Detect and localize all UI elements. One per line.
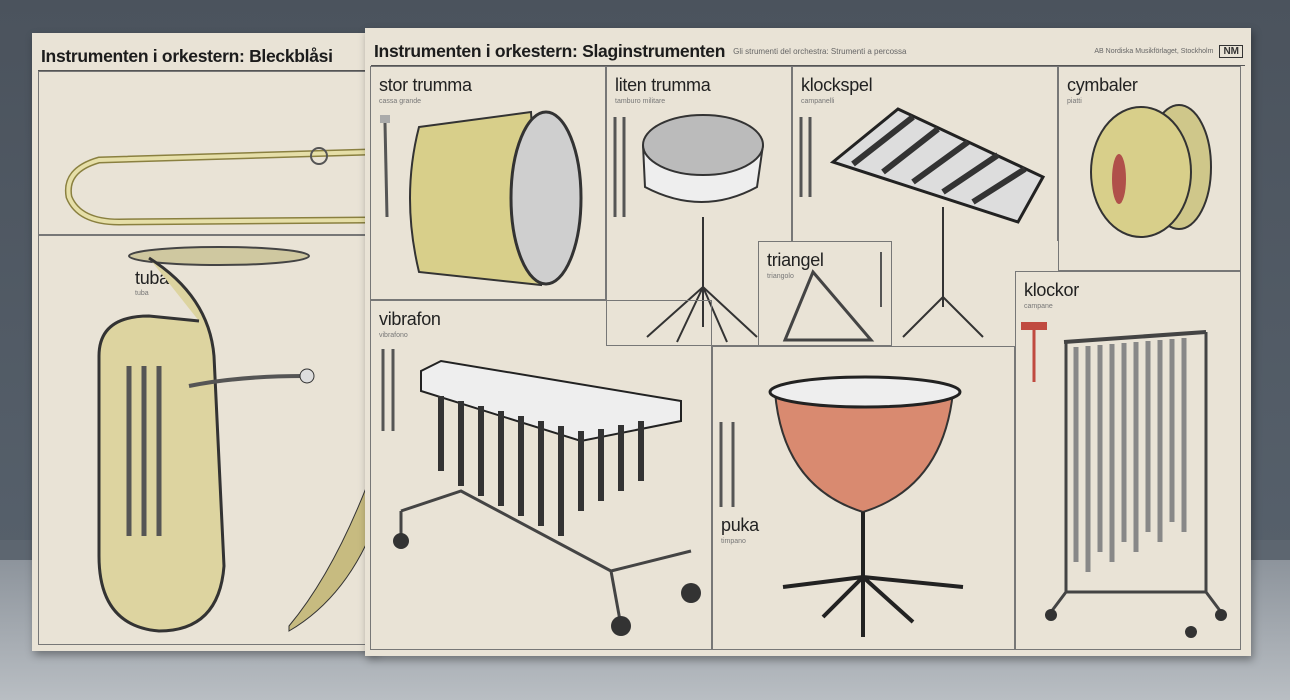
publisher-logo: NM	[1219, 45, 1243, 58]
instrument-name: liten trumma	[615, 75, 711, 95]
glockenspiel-cell: klockspel campanelli	[792, 66, 1058, 338]
glockenspiel-illustration	[799, 107, 1046, 338]
instrument-italian-name: cassa grande	[379, 98, 422, 105]
cymbals-cell: cymbaler piatti	[1058, 66, 1241, 271]
vibraphone-cell: vibrafon vibrafono	[370, 300, 712, 650]
instrument-name: klockor	[1024, 280, 1079, 300]
trombone-cell	[38, 71, 377, 235]
tubular-bells-illustration	[1021, 322, 1227, 638]
poster-subtitle: Gli strumenti del orchestra: Strumenti a…	[733, 47, 907, 56]
publisher: AB Nordiska Musikförlaget, Stockholm	[1094, 48, 1214, 55]
instrument-italian-name: triangolo	[767, 273, 794, 280]
percussion-poster: Instrumenten i orkestern: Slaginstrument…	[365, 28, 1251, 656]
instrument-name: tuba	[135, 268, 169, 288]
triangle-cell: triangel triangolo	[758, 241, 892, 346]
cymbals-illustration	[1090, 104, 1212, 238]
poster-title-bar: Instrumenten i orkestern: Bleckblåsi	[38, 43, 371, 71]
tubular-bells-cell: klockor campane	[1015, 271, 1241, 650]
bass-drum-cell: stor trumma cassa grande	[370, 66, 606, 300]
instrument-name: puka	[721, 515, 759, 535]
snare-drum-cell: liten trumma tamburo militare	[606, 66, 792, 346]
instrument-italian-name: campane	[1024, 303, 1053, 310]
vibraphone-illustration	[381, 349, 701, 636]
instrument-name: triangel	[767, 250, 824, 270]
poster-title: Instrumenten i orkestern: Bleckblåsi	[41, 46, 333, 66]
brass-poster: Instrumenten i orkestern: Bleckblåsi tub…	[32, 33, 378, 651]
triangle-illustration	[782, 252, 882, 342]
tuba-cell: tuba tuba	[38, 235, 378, 645]
instrument-name: klockspel	[801, 75, 873, 95]
instrument-italian-name: tuba	[135, 290, 149, 297]
instrument-italian-name: campanelli	[801, 98, 835, 105]
timpani-illustration	[719, 375, 964, 637]
poster-title: Instrumenten i orkestern: Slaginstrument…	[374, 41, 726, 61]
instrument-italian-name: piatti	[1067, 98, 1082, 105]
tuba-illustration	[97, 246, 378, 633]
instrument-italian-name: timpano	[721, 538, 746, 545]
instrument-italian-name: tamburo militare	[615, 98, 666, 105]
instrument-name: vibrafon	[379, 309, 441, 329]
timpani-cell: puka timpano	[712, 346, 1015, 650]
bass-drum-illustration	[380, 110, 583, 287]
trombone-illustration	[64, 147, 370, 226]
instrument-name: cymbaler	[1067, 75, 1138, 95]
instrument-italian-name: vibrafono	[379, 332, 408, 339]
poster-title-bar: Instrumenten i orkestern: Slaginstrument…	[371, 38, 1245, 66]
instrument-name: stor trumma	[379, 75, 472, 95]
snare-drum-illustration	[613, 114, 764, 343]
